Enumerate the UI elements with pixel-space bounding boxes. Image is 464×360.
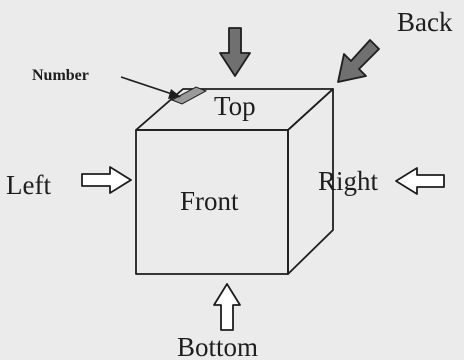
- cube: [135, 88, 334, 275]
- label-number: Number: [32, 67, 89, 84]
- label-back: Back: [397, 7, 453, 37]
- down-arrow-icon: [219, 27, 251, 77]
- number-pointer-line: [120, 76, 176, 96]
- diagonal-arrow-icon: [337, 39, 380, 83]
- right-arrow-icon: [81, 166, 132, 194]
- number-marker: [170, 86, 208, 105]
- up-arrow-icon: [213, 283, 241, 331]
- label-front: Front: [180, 186, 239, 216]
- label-left: Left: [6, 170, 51, 200]
- cube-front-face: [135, 129, 289, 275]
- label-top: Top: [214, 91, 256, 121]
- label-bottom: Bottom: [177, 332, 258, 360]
- label-right: Right: [318, 166, 379, 196]
- left-arrow-icon: [395, 167, 445, 195]
- number-pointer-head: [168, 89, 181, 99]
